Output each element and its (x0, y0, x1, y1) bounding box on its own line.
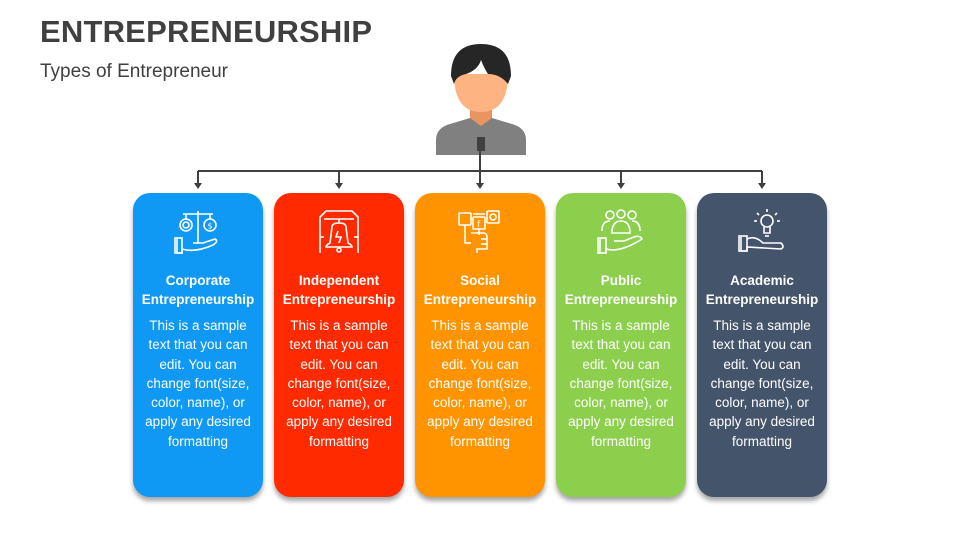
card-body-text: This is a sample text that you can edit.… (145, 318, 251, 449)
card-title-line2: Entrepreneurship (705, 292, 819, 307)
lightbulb-hand-icon (738, 209, 784, 252)
slide-subtitle: Types of Entrepreneur (40, 61, 228, 82)
card-body-text: This is a sample text that you can edit.… (568, 318, 674, 449)
card-title-line2: Entrepreneurship (282, 292, 396, 307)
svg-text:$: $ (208, 222, 213, 231)
card-title-line1: Independent (298, 273, 380, 288)
money-balance-hand-icon: $ (174, 211, 218, 254)
card-title-line2: Entrepreneurship (564, 292, 678, 307)
social-media-hand-icon: f (458, 210, 500, 253)
card-body-text: This is a sample text that you can edit.… (427, 318, 533, 449)
slide-title: ENTREPRENEURSHIP (40, 14, 373, 49)
card-title-line1: Academic (730, 273, 794, 288)
svg-text:f: f (477, 220, 481, 230)
liberty-bell-icon (319, 210, 359, 253)
card-title-line2: Entrepreneurship (423, 292, 537, 307)
people-on-hand-icon (597, 209, 644, 254)
card-title-line1: Public (600, 273, 642, 288)
card-body-text: This is a sample text that you can edit.… (286, 318, 392, 449)
card-body-text: This is a sample text that you can edit.… (709, 318, 815, 449)
card-title-line2: Entrepreneurship (141, 292, 255, 307)
card-title-line1: Corporate (165, 273, 231, 288)
card-title-line1: Social (460, 273, 500, 288)
person-avatar-icon (436, 44, 526, 155)
